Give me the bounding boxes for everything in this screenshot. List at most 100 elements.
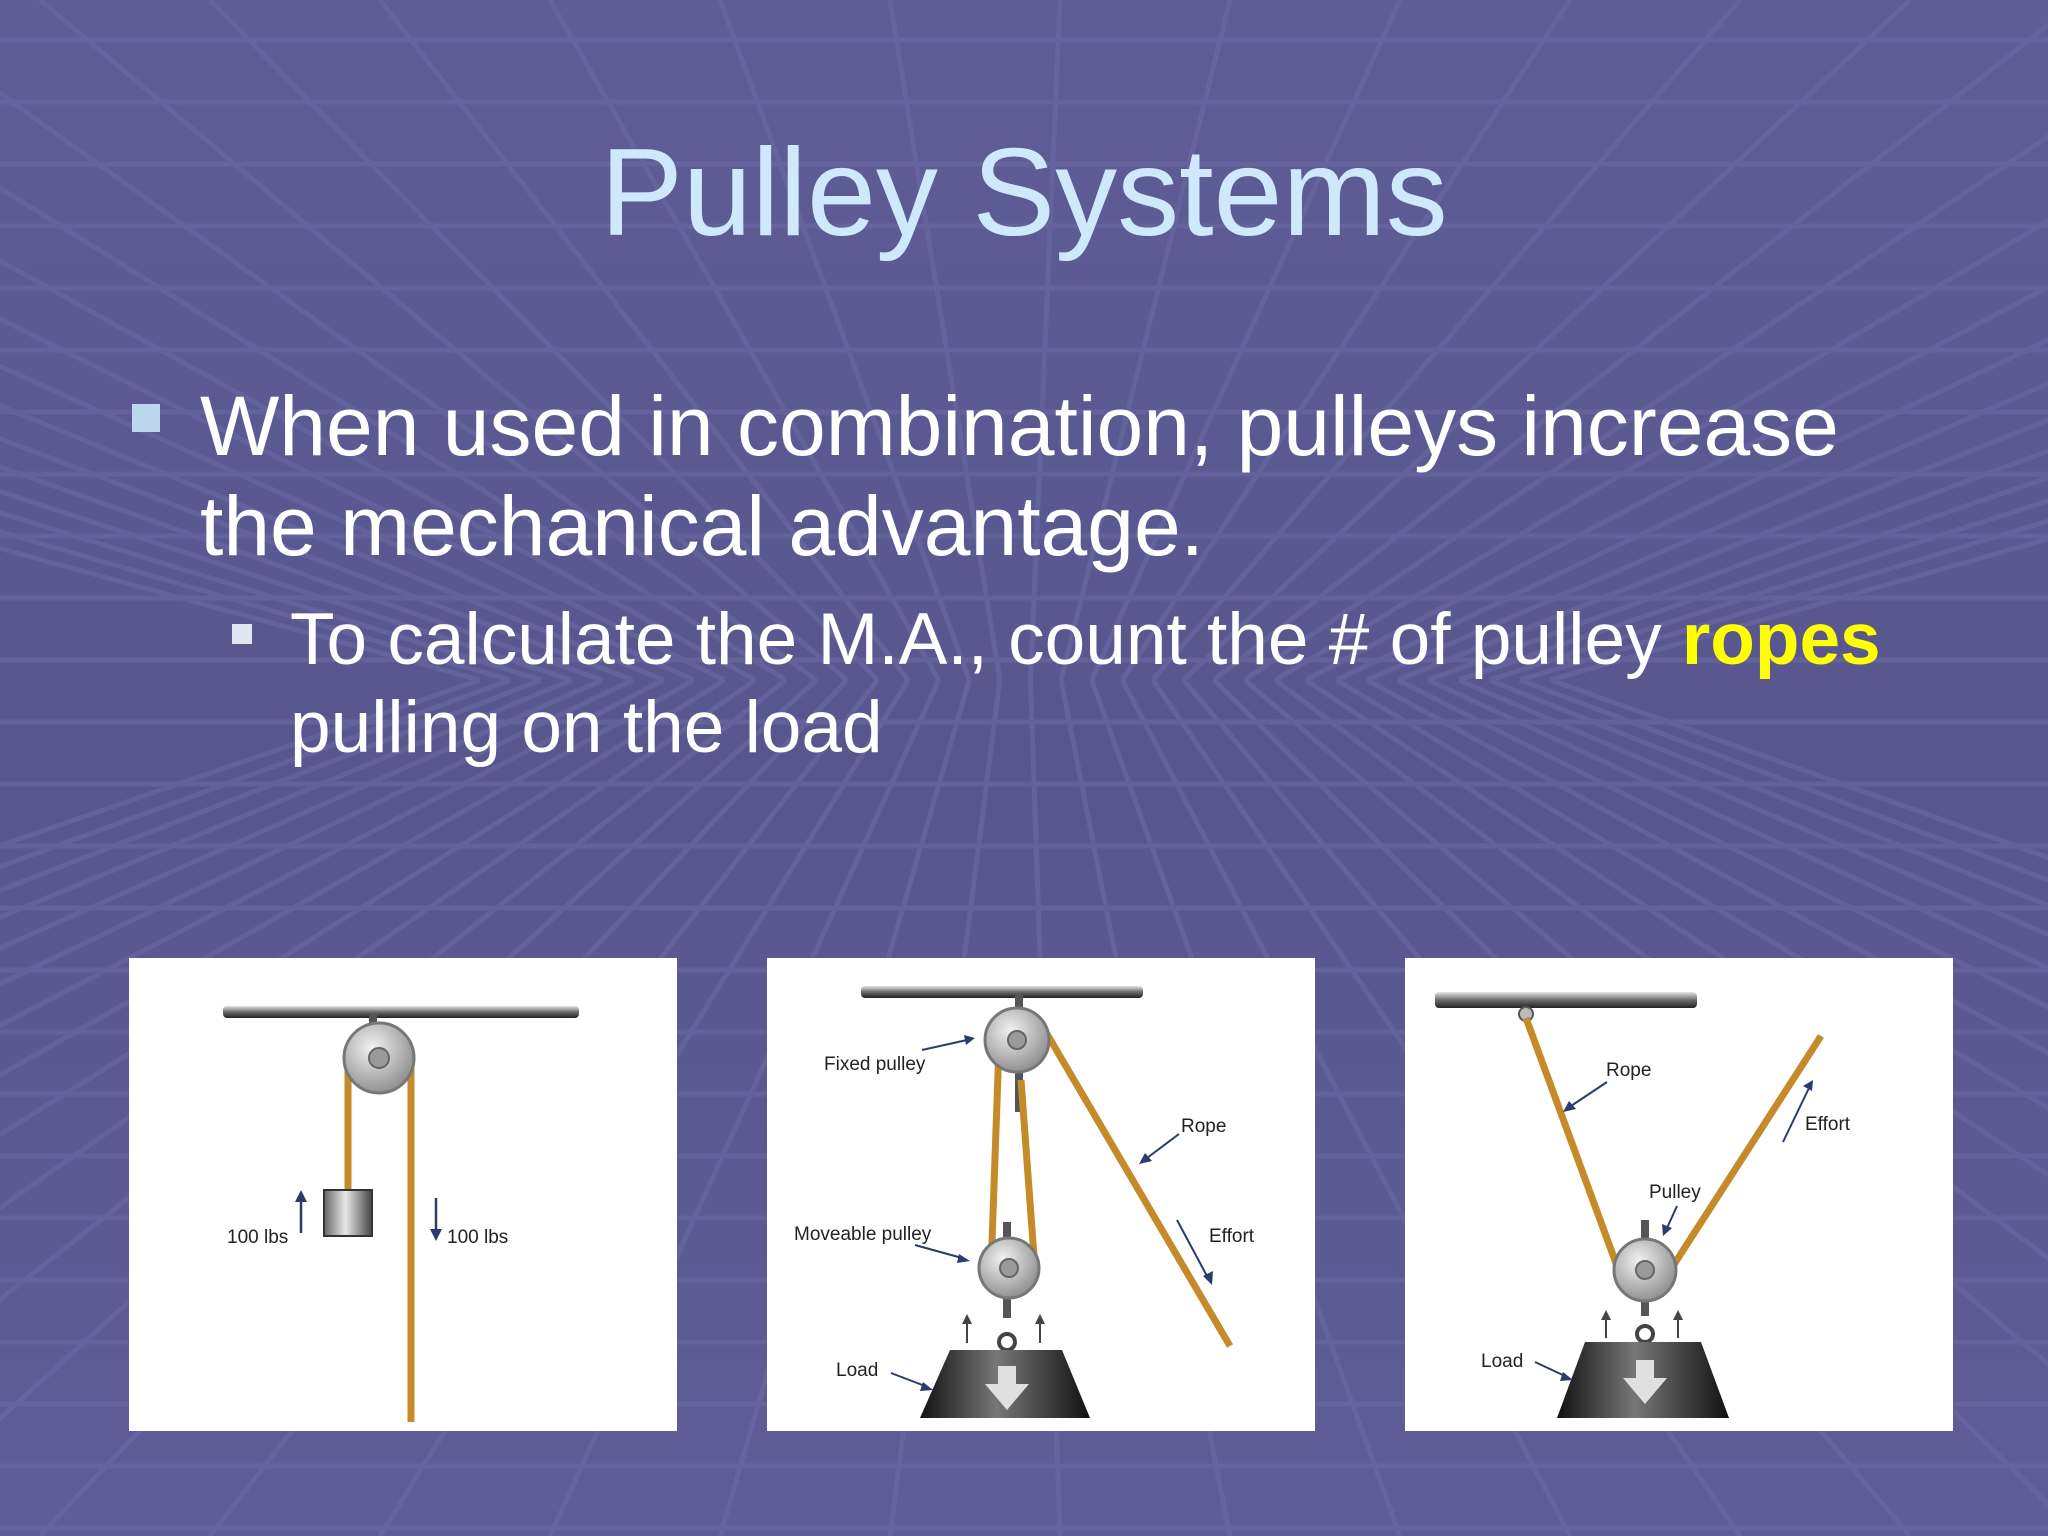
label-load: Load: [1481, 1351, 1523, 1372]
arrow-up-icon: [962, 1314, 972, 1324]
fixed-and-moveable-pulley-svg: Fixed pulley Rope Moveable pulley Effort…: [794, 986, 1255, 1418]
label-force-left: 100 lbs: [227, 1227, 288, 1248]
ceiling-bar: [861, 986, 1143, 998]
down-arrow-icon: [985, 1366, 1029, 1410]
bullet-sub-lead: To calculate the M.A., count the # of pu…: [290, 599, 1682, 680]
pointer-arrowhead-icon: [1560, 1372, 1573, 1381]
background-grid-line: [0, 529, 511, 683]
background-grid-line: [0, 316, 726, 683]
background-grid-line: [1366, 381, 2048, 683]
arrow-up-icon: [1673, 1310, 1683, 1320]
pointer-rope: [1146, 1133, 1180, 1159]
arrow-up-icon: [1035, 1314, 1045, 1324]
background-grid-line: [1488, 498, 2048, 683]
background-grid-line: [0, 435, 634, 683]
label-rope: Rope: [1181, 1116, 1226, 1137]
background-grid-line: [208, 0, 880, 682]
moveable-pulley-hub: [1635, 1260, 1655, 1280]
rope-anchored-side: [1522, 1016, 1621, 1268]
background-grid-line: [0, 402, 665, 683]
background-grid-line: [887, 0, 1003, 681]
background-grid-line: [1549, 536, 2048, 683]
load-weight: [323, 1189, 373, 1237]
ceiling-bar: [1435, 992, 1697, 1008]
background-grid-line: [1519, 677, 2048, 883]
background-grid-line: [1027, 0, 1063, 681]
label-force-right: 100 lbs: [447, 1227, 508, 1248]
background-grid-line: [0, 184, 788, 683]
load-hook: [997, 1332, 1017, 1352]
background-grid-line: [717, 0, 972, 681]
background-grid-line: [0, 258, 757, 683]
label-fixed-pulley: Fixed pulley: [824, 1054, 926, 1075]
background-grid-line: [378, 0, 911, 682]
background-grid-line: [1365, 677, 2048, 1056]
background-grid-line: [0, 677, 604, 951]
background-grid-line: [0, 677, 634, 987]
rope-middle: [1017, 1079, 1039, 1271]
single-fixed-pulley-svg: 100 lbs 100 lbs: [223, 1006, 579, 1422]
background-grid-line: [1396, 677, 2048, 1010]
label-moveable-pulley: Moveable pulley: [794, 1224, 932, 1245]
pointer-load: [1534, 1361, 1566, 1377]
pointer-effort: [1782, 1087, 1810, 1143]
diagram-fixed-and-moveable-pulley: Fixed pulley Rope Moveable pulley Effort…: [767, 958, 1315, 1431]
background-grid-line: [1089, 0, 1403, 682]
pointer-arrowhead-icon: [920, 1382, 933, 1391]
background-grid-line: [0, 677, 726, 1138]
pointer-arrowhead-icon: [957, 1254, 970, 1263]
background-grid-line: [1488, 677, 2048, 909]
background-grid-line: [0, 677, 481, 849]
background-grid-line: [1427, 448, 2048, 683]
background-grid-line: [0, 488, 573, 683]
background-grid-line: [0, 677, 573, 921]
label-pulley: Pulley: [1649, 1182, 1701, 1203]
single-moveable-pulley-svg: Rope Effort Pulley Load: [1435, 992, 1851, 1418]
background-grid-line: [1181, 0, 1912, 682]
label-effort: Effort: [1209, 1226, 1255, 1247]
background-grid-line: [1243, 133, 2048, 683]
background-grid-line: [1549, 677, 2048, 861]
bullet-sub-highlight: ropes: [1681, 599, 1881, 680]
background-grid-line: [1058, 0, 1233, 681]
background-grid-line: [547, 0, 941, 682]
label-load: Load: [836, 1360, 878, 1381]
pointer-effort: [1176, 1219, 1208, 1277]
background-grid-line: [1457, 677, 2048, 938]
background-grid-line: [1304, 284, 2048, 683]
moveable-pulley-hub: [999, 1258, 1019, 1278]
background-grid-line: [0, 510, 542, 683]
background-grid-line: [1396, 417, 2048, 683]
background-grid-line: [1427, 677, 2048, 971]
background-grid-line: [0, 464, 603, 683]
label-rope: Rope: [1606, 1060, 1651, 1081]
diagram-single-moveable-pulley: Rope Effort Pulley Load: [1405, 958, 1953, 1431]
down-arrow-icon: [1623, 1360, 1667, 1404]
pointer-pulley: [1666, 1205, 1678, 1229]
background-grid-line: [1458, 475, 2048, 683]
pointer-arrowhead-icon: [1203, 1271, 1213, 1285]
arrow-down-icon: [430, 1229, 442, 1241]
pointer-arrowhead-icon: [1139, 1153, 1152, 1164]
ceiling-bar: [223, 1006, 579, 1018]
arrow-up-icon: [295, 1190, 307, 1202]
bullet-sub-text: To calculate the M.A., count the # of pu…: [290, 596, 1910, 772]
background-grid-line: [0, 90, 818, 683]
load-hook: [1635, 1324, 1655, 1344]
rope-left: [987, 1045, 1003, 1271]
label-effort: Effort: [1805, 1114, 1851, 1135]
pointer-arrowhead-icon: [1662, 1224, 1672, 1236]
square-bullet-icon: [132, 404, 160, 432]
background-grid-line: [1519, 518, 2048, 683]
background-grid-line: [0, 545, 481, 683]
pointer-arrowhead-icon: [964, 1035, 975, 1045]
pointer-moveable-pulley: [914, 1244, 963, 1259]
background-grid-line: [38, 0, 849, 682]
background-grid-line: [1120, 0, 1573, 682]
background-grid-line: [0, 677, 665, 1029]
arrow-up-icon: [1601, 1310, 1611, 1320]
pointer-load: [890, 1372, 926, 1387]
background-grid-line: [1335, 337, 2048, 683]
rope-effort: [1043, 1032, 1234, 1348]
background-grid-line: [0, 677, 542, 894]
